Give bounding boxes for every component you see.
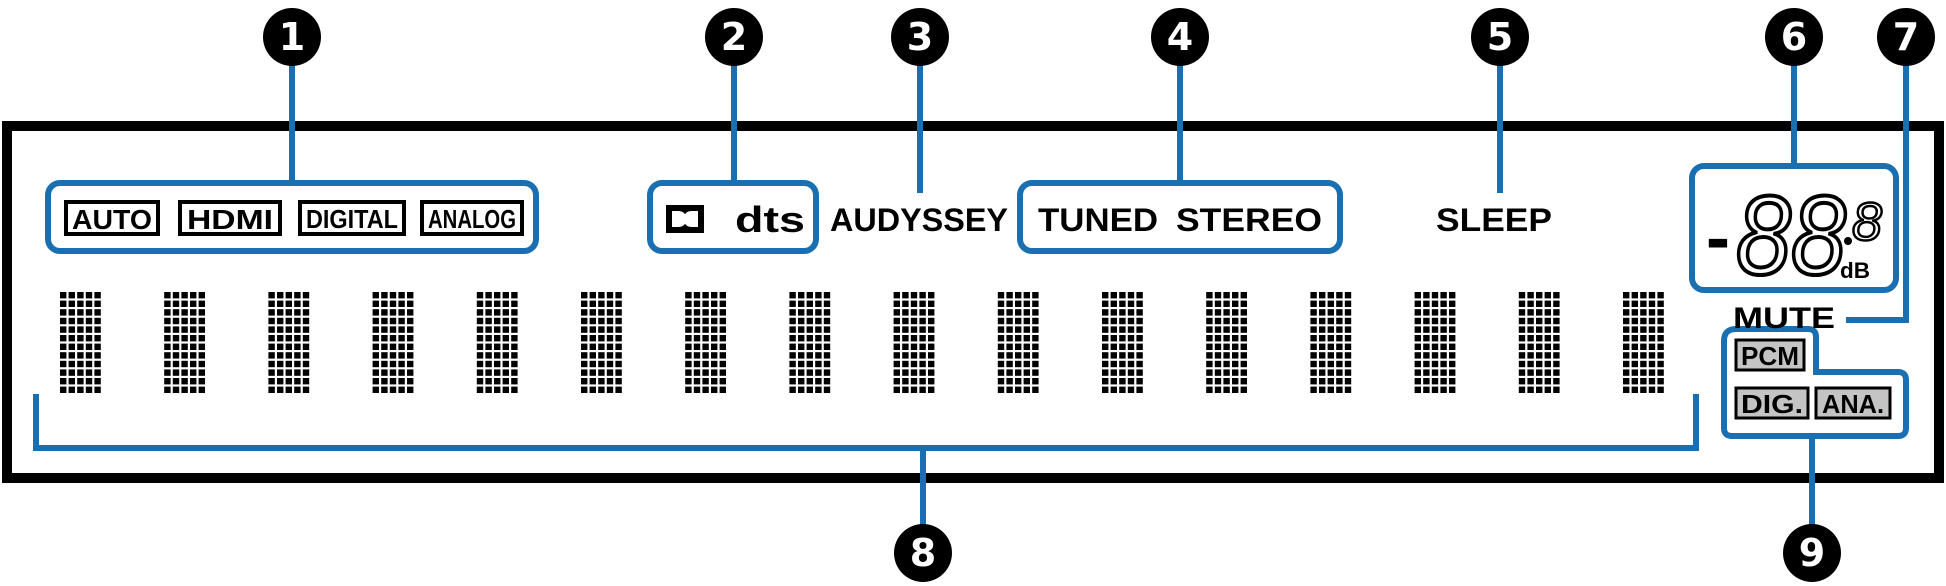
callout-circle-2 xyxy=(705,8,763,66)
pcm-indicator: PCM xyxy=(1741,341,1799,371)
input-analog-frame xyxy=(420,200,524,236)
audyssey-indicator: AUDYSSEY xyxy=(830,202,1008,238)
matrix-character-cell xyxy=(164,292,205,393)
dts-logo: dts xyxy=(735,199,805,240)
callout-number-6: 6 xyxy=(1781,15,1807,59)
matrix-character-cell xyxy=(1102,292,1143,393)
callout-number-2: 2 xyxy=(721,15,747,59)
callout-number-3: 3 xyxy=(907,15,933,59)
callout-circle-7 xyxy=(1877,8,1935,66)
callout-number-7: 7 xyxy=(1893,15,1919,59)
input-analog-label: ANALOG xyxy=(428,204,516,234)
stereo-indicator: STEREO xyxy=(1176,202,1322,238)
matrix-character-cell xyxy=(1206,292,1247,393)
input-digital-frame xyxy=(298,200,406,236)
ana-indicator-frame xyxy=(1814,386,1892,420)
callout-circle-3 xyxy=(891,8,949,66)
leader-line-7 xyxy=(1846,64,1909,323)
dig-indicator: DIG. xyxy=(1741,389,1803,419)
matrix-character-cell xyxy=(997,292,1039,393)
input-digital-label: DIGITAL xyxy=(306,204,398,234)
mute-indicator: MUTE xyxy=(1733,302,1835,335)
matrix-character-cell xyxy=(372,292,414,393)
leader-line-8 xyxy=(33,394,1699,451)
callout-number-5: 5 xyxy=(1487,15,1513,59)
callout-circle-6 xyxy=(1765,8,1823,66)
decoder-indicators: dts xyxy=(666,199,805,240)
decoder-indicator-box xyxy=(647,180,819,254)
volume-unit-db: dB xyxy=(1840,258,1870,283)
matrix-character-cell xyxy=(1518,292,1560,393)
volume-digits: 88 xyxy=(1736,173,1846,298)
volume-display-box xyxy=(1689,163,1899,293)
input-hdmi-label: HDMI xyxy=(187,204,273,235)
callout-circle-1 xyxy=(263,8,321,66)
input-auto-label: AUTO xyxy=(72,204,152,235)
matrix-character-cell xyxy=(1623,292,1664,393)
callout-circle-4 xyxy=(1151,8,1209,66)
matrix-character-cell xyxy=(476,292,518,393)
matrix-character-cell xyxy=(893,292,935,393)
input-indicator-box xyxy=(45,180,539,254)
volume-decimal-digit: 8 xyxy=(1852,192,1882,252)
callout-markers: 1 2 3 4 5 6 7 8 9 xyxy=(263,8,1935,582)
dig-indicator-frame xyxy=(1734,386,1810,420)
signal-indicators: PCM DIG. ANA. xyxy=(1734,338,1892,420)
pcm-indicator-frame xyxy=(1734,338,1806,372)
callout-number-4: 4 xyxy=(1167,15,1193,59)
ana-indicator: ANA. xyxy=(1822,389,1884,419)
tuned-indicator: TUNED xyxy=(1038,202,1158,238)
matrix-character-cell xyxy=(1414,292,1456,393)
dolby-logo xyxy=(666,205,704,233)
callout-lines xyxy=(33,64,1909,530)
input-auto-frame xyxy=(64,200,160,236)
callout-circle-5 xyxy=(1471,8,1529,66)
callout-circle-8 xyxy=(894,524,952,582)
tuner-indicator-box xyxy=(1017,180,1343,254)
highlight-boxes xyxy=(45,163,1909,439)
callout-number-1: 1 xyxy=(279,15,305,59)
callout-number-8: 8 xyxy=(910,531,936,575)
dot-matrix-display xyxy=(60,292,1664,393)
signal-indicator-box xyxy=(1721,326,1909,439)
callout-circle-9 xyxy=(1783,524,1841,582)
matrix-character-cell xyxy=(60,292,101,393)
matrix-character-cell xyxy=(685,292,726,393)
volume-display: - 88 8 dB xyxy=(1706,171,1883,300)
callout-number-9: 9 xyxy=(1799,531,1825,575)
matrix-character-cell xyxy=(1310,292,1352,393)
volume-decimal-point xyxy=(1844,237,1852,245)
volume-sign: - xyxy=(1706,198,1730,278)
matrix-character-cell xyxy=(581,292,622,393)
input-hdmi-frame xyxy=(178,200,282,236)
sleep-indicator: SLEEP xyxy=(1436,202,1552,238)
input-indicators: AUTO HDMI DIGITAL ANALOG xyxy=(64,200,524,236)
matrix-character-cell xyxy=(789,292,831,393)
matrix-character-cell xyxy=(268,292,310,393)
